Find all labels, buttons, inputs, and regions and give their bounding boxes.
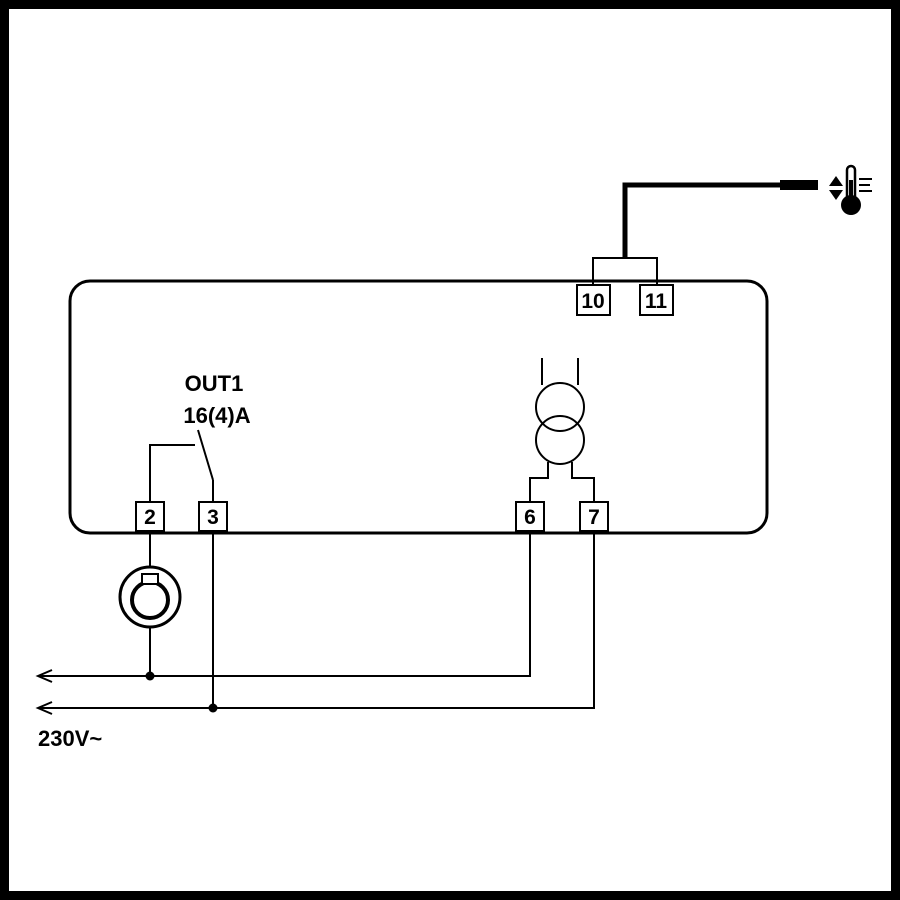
- supply-wiring: [35, 531, 595, 715]
- terminal-label: 7: [588, 506, 600, 529]
- sensor-cable: [592, 180, 818, 287]
- output-name: OUT1: [185, 371, 244, 396]
- controller-body: [68, 279, 769, 535]
- terminal-label: 2: [144, 506, 156, 529]
- terminal-3: 3: [198, 501, 228, 532]
- junction-dot: [145, 671, 155, 681]
- relay-contact: [149, 429, 214, 505]
- compressor-icon: [118, 565, 182, 629]
- transformer-icon: [529, 358, 595, 505]
- junction-dot: [208, 703, 218, 713]
- terminal-2: 2: [135, 501, 165, 532]
- terminal-7: 7: [579, 501, 609, 532]
- thermometer-icon: [829, 164, 872, 215]
- terminal-6: 6: [515, 501, 545, 532]
- terminal-label: 10: [581, 290, 604, 313]
- terminal-label: 6: [524, 506, 536, 529]
- terminal-11: 11: [639, 284, 674, 316]
- terminal-label: 3: [207, 506, 219, 529]
- output-rating: 16(4)A: [183, 403, 250, 428]
- terminal-label: 11: [645, 290, 668, 313]
- supply-label: 230V~: [38, 726, 102, 751]
- terminal-10: 10: [576, 284, 611, 316]
